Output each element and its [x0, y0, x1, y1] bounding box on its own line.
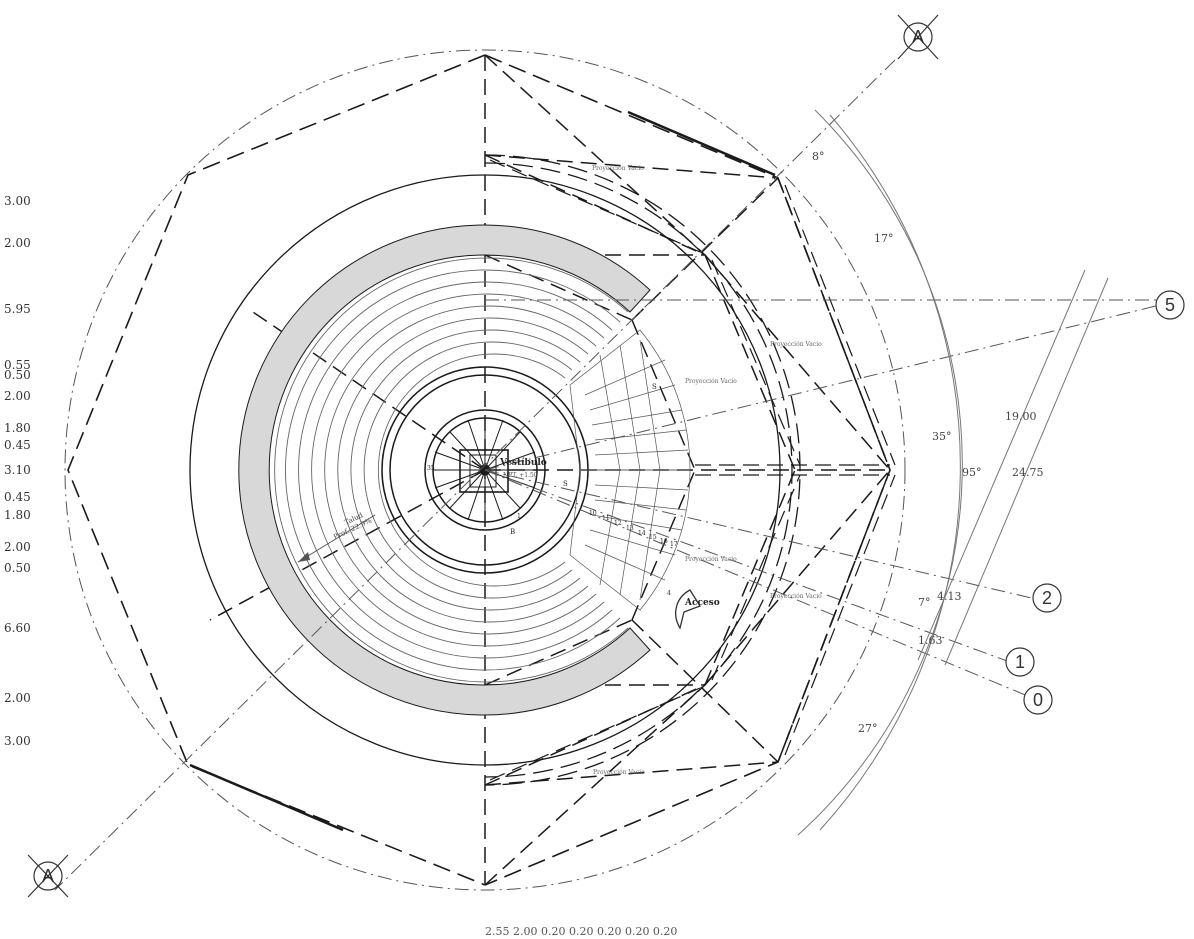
label-acceso: Acceso: [685, 598, 720, 608]
diagonal-bars: [189, 110, 776, 832]
grid-2-label: 2: [1042, 588, 1052, 608]
stair-wedge: [569, 329, 691, 611]
dim-left: 6.60: [4, 621, 31, 635]
acceso-arrow-icon: [675, 589, 701, 630]
angle-8: 8°: [812, 150, 825, 163]
label-proyeccion-bottom: Proyección Vacio: [593, 769, 645, 776]
label-num11: 11: [602, 515, 610, 522]
dim-19-00: 19.00: [1005, 410, 1037, 423]
angle-27: 27°: [858, 722, 878, 735]
label-num35: 35: [427, 465, 435, 472]
outer-dashdot-circle: [64, 49, 906, 891]
talud-band: [238, 224, 651, 716]
dim-left: 2.00: [4, 540, 31, 554]
dim-left: 0.45: [4, 438, 31, 452]
double-dashed-lines: [489, 159, 896, 781]
grid-1-label: 1: [1015, 652, 1025, 672]
grid-a-bottom-label: A: [42, 866, 54, 886]
angle-17: 17°: [874, 232, 894, 245]
dim-left: 3.10: [4, 463, 31, 477]
label-num13: 13: [626, 525, 634, 532]
dimension-arcs: [797, 109, 1109, 836]
dim-left: 2.00: [4, 236, 31, 250]
angle-95: 95°: [962, 466, 982, 479]
seating-rings: [274, 257, 629, 683]
label-s1: S: [652, 383, 657, 391]
label-proyeccion-top: Proyección Vacio: [592, 165, 644, 172]
angle-35: 35°: [932, 430, 952, 443]
outer-solid-circle: [189, 174, 781, 766]
dim-1-63: 1.63: [918, 634, 943, 647]
dim-left: 1.80: [4, 421, 31, 435]
dim-left: 0.50: [4, 561, 31, 575]
dim-left: 1.80: [4, 508, 31, 522]
angle-7: 7°: [918, 596, 931, 609]
dashed-arcs: [484, 154, 801, 786]
label-num15: 15: [649, 534, 657, 541]
grid-bubble-crosses: [27, 14, 939, 898]
grid-a-top-label: A: [912, 27, 924, 47]
grid-bubbles: [33, 22, 1185, 891]
label-num12: 12: [614, 520, 622, 527]
dim-bottom: 2.55 2.00 0.20 0.20 0.20 0.20 0.20: [485, 925, 678, 938]
dim-left: 5.95: [4, 302, 31, 316]
label-num17: 17: [670, 541, 678, 548]
dim-24-75: 24.75: [1012, 466, 1044, 479]
label-npt: NPT. +1.50: [503, 472, 538, 479]
label-proyeccion-right-low: Proyección Vacio: [770, 593, 822, 600]
dim-4-13: 4.13: [937, 590, 962, 603]
label-num14: 14: [638, 530, 646, 537]
dim-left: 3.00: [4, 194, 31, 208]
grid-5-label: 5: [1165, 295, 1175, 315]
dim-left: 0.50: [4, 368, 31, 382]
dim-left: 2.00: [4, 691, 31, 705]
grid-0-label: 0: [1033, 690, 1043, 710]
dim-left: 0.55: [4, 358, 31, 372]
label-proyeccion-low: Proyección Vacio: [685, 556, 737, 563]
label-proyeccion-mid: Proyección Vacio: [685, 378, 737, 385]
talud-arrow: [297, 514, 376, 563]
label-num1: 1: [517, 513, 521, 520]
dim-left: 3.00: [4, 734, 31, 748]
label-vestibulo: Vestíbulo: [500, 458, 547, 468]
grid-axes: [54, 59, 1161, 891]
label-num4: 4: [667, 590, 671, 597]
label-b: B: [510, 528, 516, 536]
label-num16: 16: [660, 538, 668, 545]
label-s2: S: [563, 480, 568, 488]
dim-left: 0.45: [4, 490, 31, 504]
dim-left: 2.00: [4, 389, 31, 403]
label-proyeccion-right: Proyección Vacio: [770, 341, 822, 348]
label-num10: 10: [589, 510, 597, 517]
